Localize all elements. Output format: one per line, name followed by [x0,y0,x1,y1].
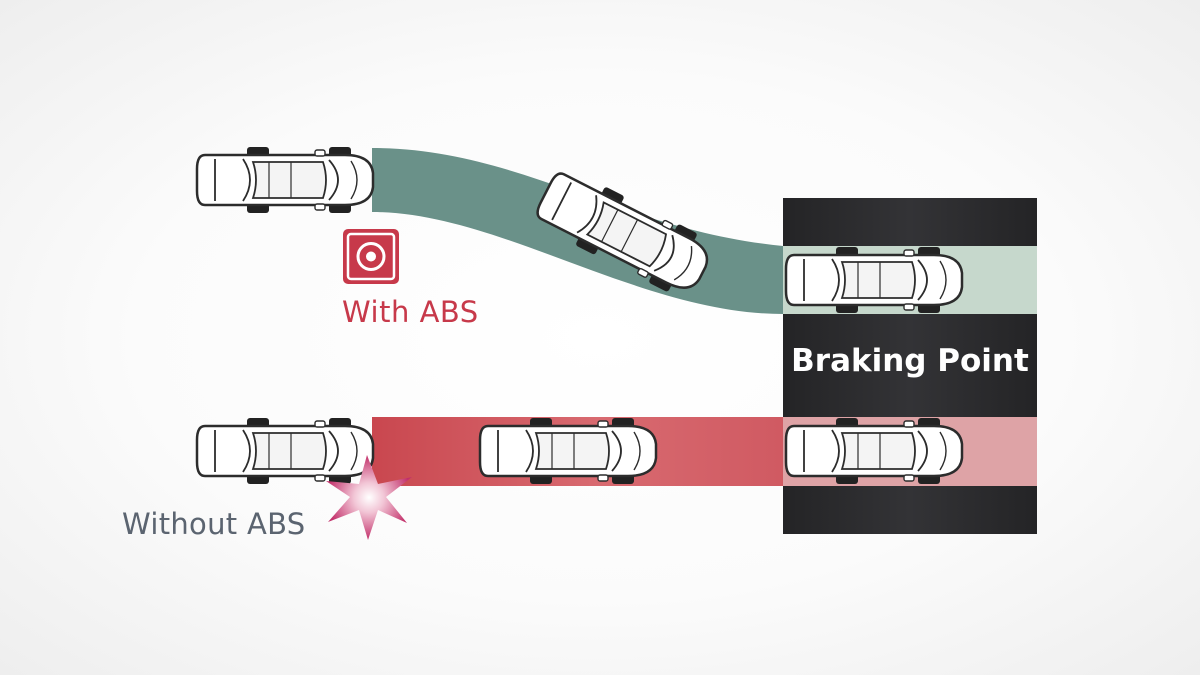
no-abs-car-braking-point [784,416,964,486]
abs-car-braking-point [784,245,964,315]
collision-burst-icon [326,455,412,540]
abs-brake-disc-icon [343,229,399,284]
with-abs-label: With ABS [342,295,479,329]
abs-car-start [195,145,375,215]
braking-point-label: Braking Point [791,343,1029,379]
no-abs-car-start [195,416,375,486]
without-abs-label: Without ABS [122,507,306,541]
no-abs-car-middle [478,416,658,486]
